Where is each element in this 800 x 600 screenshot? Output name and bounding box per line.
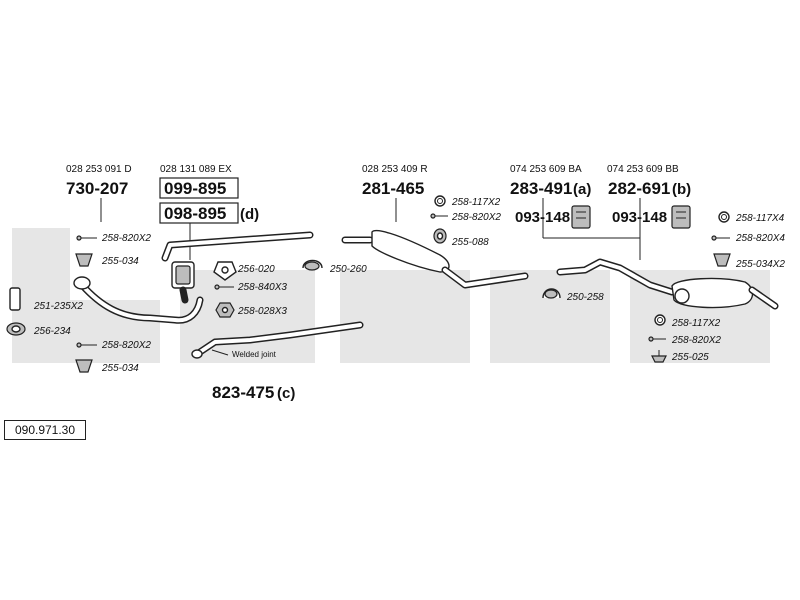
acc-250-258: 250-258 <box>542 288 604 303</box>
acc-258-117X2: 258-117X2 <box>434 195 501 208</box>
oe-number: 074 253 609 BA <box>510 164 582 175</box>
rear-silencer <box>556 258 779 310</box>
svg-text:250-258: 250-258 <box>566 292 604 303</box>
svg-text:258-117X4: 258-117X4 <box>735 213 785 224</box>
oe-number: 028 253 409 R <box>362 164 428 175</box>
acc-255-025: 255-025 <box>651 350 709 363</box>
svg-text:255-034X2: 255-034X2 <box>735 259 785 270</box>
acc-251-235X2: 251-235X2 <box>9 287 83 312</box>
acc-258-840X3: 258-840X3 <box>214 282 287 293</box>
part-number: 099-895 <box>164 179 226 198</box>
part-823-475: 823-475 (c) <box>212 383 295 402</box>
acc-258-117X4: 258-117X4 <box>718 211 785 224</box>
part-099-895: 028 131 089 EX 099-895 <box>159 164 239 199</box>
oe-number: 074 253 609 BB <box>607 164 679 175</box>
acc-258-820X2-top: 258-820X2 <box>76 233 151 244</box>
part-number: 098-895 <box>164 204 226 223</box>
front-pipe <box>73 276 204 324</box>
part-number: 730-207 <box>66 179 128 198</box>
part-093-148-b: 093-148 <box>612 205 691 229</box>
acc-258-820X2-mid: 258-820X2 <box>430 212 501 223</box>
middle-silencer <box>341 229 529 289</box>
svg-text:258-117X2: 258-117X2 <box>671 318 721 329</box>
watermark-logo <box>12 228 770 363</box>
oe-number: 028 131 089 EX <box>160 164 232 175</box>
part-suffix: (c) <box>277 385 295 402</box>
group-bracket <box>542 198 641 260</box>
acc-255-034X2: 255-034X2 <box>713 253 785 270</box>
acc-258-820X4: 258-820X4 <box>711 233 785 244</box>
svg-text:258-820X2: 258-820X2 <box>671 335 721 346</box>
part-098-895: 098-895 (d) <box>159 202 259 260</box>
acc-258-117X2-rear: 258-117X2 <box>654 314 721 329</box>
reference-number: 090.971.30 <box>4 420 86 440</box>
acc-256-020: 256-020 <box>213 261 275 281</box>
svg-text:258-028X3: 258-028X3 <box>237 306 287 317</box>
svg-text:255-025: 255-025 <box>671 352 709 363</box>
svg-text:256-234: 256-234 <box>33 326 71 337</box>
svg-text:250-260: 250-260 <box>329 264 367 275</box>
acc-250-260: 250-260 <box>302 259 367 275</box>
oe-number: 028 253 091 D <box>66 164 132 175</box>
svg-text:256-020: 256-020 <box>237 264 275 275</box>
part-number: 823-475 <box>212 383 274 402</box>
svg-text:258-820X2: 258-820X2 <box>101 233 151 244</box>
svg-text:258-820X2: 258-820X2 <box>451 212 501 223</box>
svg-text:258-820X2: 258-820X2 <box>101 340 151 351</box>
part-number: 281-465 <box>362 179 424 198</box>
acc-258-820X2-bottom: 258-820X2 <box>76 340 151 351</box>
svg-text:255-034: 255-034 <box>101 363 139 374</box>
svg-text:258-840X3: 258-840X3 <box>237 282 287 293</box>
acc-256-234: 256-234 <box>6 322 71 337</box>
part-282-691: 074 253 609 BB 282-691 (b) <box>607 164 691 198</box>
svg-text:255-088: 255-088 <box>451 237 489 248</box>
part-number: 282-691 <box>608 179 670 198</box>
catalytic-converter <box>161 231 314 304</box>
acc-255-088: 255-088 <box>433 228 489 248</box>
centre-pipe: Welded joint <box>191 321 364 359</box>
svg-text:251-235X2: 251-235X2 <box>33 301 83 312</box>
part-281-465: 028 253 409 R 281-465 <box>362 164 428 222</box>
part-suffix: (d) <box>240 206 259 223</box>
part-730-207: 028 253 091 D 730-207 <box>66 164 132 222</box>
part-suffix: (b) <box>672 181 691 198</box>
acc-258-028X3: 258-028X3 <box>215 302 287 318</box>
acc-255-034-bottom: 255-034 <box>75 359 139 374</box>
part-number: 283-491 <box>510 179 572 198</box>
acc-258-820X2-rear: 258-820X2 <box>648 335 721 346</box>
part-283-491: 074 253 609 BA 283-491 (a) <box>510 164 591 198</box>
part-093-148-a: 093-148 <box>515 205 591 229</box>
acc-255-034-top: 255-034 <box>75 253 139 267</box>
svg-text:258-820X4: 258-820X4 <box>735 233 785 244</box>
part-suffix: (a) <box>573 181 591 198</box>
svg-text:255-034: 255-034 <box>101 256 139 267</box>
welded-joint-note: Welded joint <box>232 350 277 359</box>
svg-text:258-117X2: 258-117X2 <box>451 197 501 208</box>
